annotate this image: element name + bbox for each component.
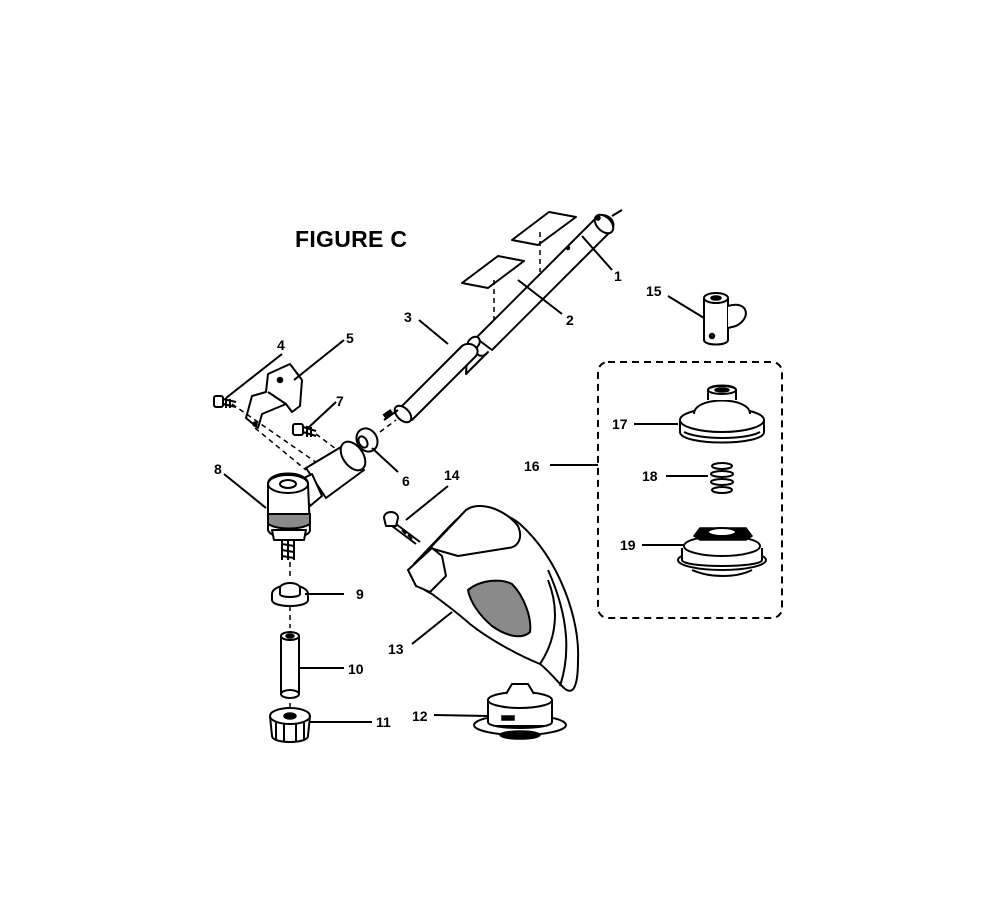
callout-19: 19 (620, 537, 636, 553)
callout-7: 7 (336, 393, 344, 409)
part-6-bushing (355, 427, 379, 453)
part-5-bracket (245, 363, 303, 429)
callout-6: 6 (402, 473, 410, 489)
part-3-shaft-tube (382, 209, 623, 424)
part-4-screw (213, 395, 237, 408)
callout-5: 5 (346, 330, 354, 346)
part-16-kit-box (597, 361, 783, 619)
part-19-spool (677, 527, 767, 577)
part-2-label-decal (461, 255, 525, 320)
part-17-spool-cover (679, 384, 765, 444)
callout-11: 11 (376, 714, 391, 730)
part-8-gear-head (267, 440, 367, 560)
figure-title: FIGURE C (295, 226, 408, 252)
callout-16: 16 (524, 458, 540, 474)
part-13-guard (407, 505, 580, 692)
callout-2: 2 (566, 312, 574, 328)
callout-15: 15 (646, 283, 662, 299)
callout-12: 12 (412, 708, 428, 724)
callout-13: 13 (388, 641, 404, 657)
callout-9: 9 (356, 586, 364, 602)
part-15-adapter (703, 292, 747, 346)
part-14-line-cutter-screw (383, 511, 421, 545)
part-10-spacer (280, 631, 300, 699)
callout-3: 3 (404, 309, 412, 325)
part-12-spool-housing (473, 683, 567, 740)
callout-14: 14 (444, 467, 460, 483)
part-9-drive-hub (271, 582, 309, 607)
callout-8: 8 (214, 461, 222, 477)
callout-1: 1 (614, 268, 622, 284)
callout-4: 4 (277, 337, 285, 353)
part-18-spring (710, 462, 734, 494)
part-7-screw (292, 423, 317, 437)
part-11-bump-knob (269, 707, 311, 743)
part-1-label-decal (511, 211, 577, 272)
callout-10: 10 (348, 661, 364, 677)
callout-17: 17 (612, 416, 628, 432)
callout-18: 18 (642, 468, 658, 484)
